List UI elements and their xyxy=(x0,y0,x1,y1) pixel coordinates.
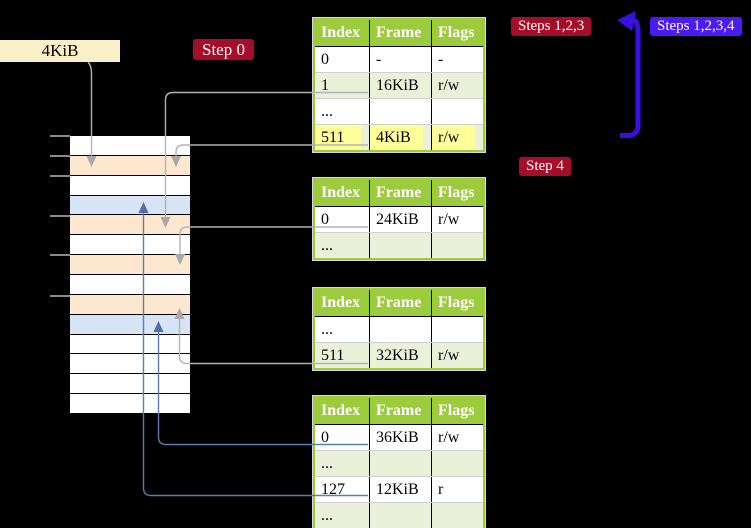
table-cell: 0 xyxy=(315,47,370,72)
table-header-cell: Frame xyxy=(370,290,432,316)
table-cell: 511 xyxy=(315,343,370,368)
table-header-cell: Flags xyxy=(438,184,475,201)
table-cell: ... xyxy=(315,233,370,258)
table-cell xyxy=(432,233,483,258)
table-cell: 1 xyxy=(315,73,370,98)
table-cell xyxy=(370,99,432,124)
table-header-cell: Frame xyxy=(370,20,432,46)
table-header-cell: Index xyxy=(315,398,370,424)
memory-stripes xyxy=(70,136,190,414)
step0-badge: Step 0 xyxy=(193,39,254,60)
memory-stripe-plain xyxy=(70,353,190,374)
table-row: ... xyxy=(315,450,483,476)
table-cell xyxy=(370,233,432,258)
table-header-cell: Flags xyxy=(438,24,475,41)
table-cell xyxy=(370,451,432,476)
table-cell xyxy=(432,503,483,528)
table-cell: r/w xyxy=(432,125,483,150)
table-cell: r/w xyxy=(438,211,460,228)
table-header-cell: Flags xyxy=(438,402,475,419)
table-cell: r/w xyxy=(438,77,460,94)
memory-tick xyxy=(50,175,70,177)
memory-stripe-plain xyxy=(70,333,190,354)
table-cell: - xyxy=(370,47,432,72)
table-cell: 24KiB xyxy=(370,207,432,232)
table-row: ... xyxy=(315,98,483,124)
memory-stripe-pagetable xyxy=(70,293,190,314)
table-header-cell: Frame xyxy=(370,398,432,424)
table-cell xyxy=(432,99,483,124)
table-cell: 4KiB xyxy=(370,125,432,150)
table-cell: ... xyxy=(315,503,370,528)
memory-tick xyxy=(50,295,70,297)
memory-tick xyxy=(50,155,70,157)
recursive-loop-arrow xyxy=(617,11,641,138)
steps1234-badge: Steps 1,2,3,4 xyxy=(650,17,742,36)
table-cell: 36KiB xyxy=(370,425,432,450)
table-cell: - xyxy=(438,51,444,68)
table-cell: ... xyxy=(315,451,370,476)
table-cell: r/w xyxy=(438,347,460,364)
table-cell: 12KiB xyxy=(370,477,432,502)
memory-stripe-pagetable xyxy=(70,214,190,235)
table-header-cell: Frame xyxy=(370,180,432,206)
table-row: ... xyxy=(315,316,483,342)
table-cell: 511 xyxy=(315,125,370,150)
step4-badge: Step 4 xyxy=(519,157,571,176)
table-cell: 127 xyxy=(315,477,370,502)
table-cell xyxy=(432,451,483,476)
memory-tick xyxy=(50,135,70,137)
memory-stripe-plain xyxy=(70,373,190,394)
memory-stripe-plain xyxy=(70,174,190,195)
table-cell: r/w xyxy=(438,429,460,446)
table-header-cell: Index xyxy=(315,20,370,46)
table-header-cell: Index xyxy=(315,290,370,316)
table-cell: ... xyxy=(315,317,370,342)
memory-stripe-plain xyxy=(70,234,190,255)
memory-stripe-plain xyxy=(70,136,190,155)
memory-tick xyxy=(50,254,70,256)
table-cell: 16KiB xyxy=(370,73,432,98)
table-cell: r xyxy=(438,481,444,498)
table-cell: 0 xyxy=(315,207,370,232)
memory-stripe-plain xyxy=(70,393,190,414)
table-cell: 0 xyxy=(315,425,370,450)
memory-address-label: 4KiB xyxy=(0,40,120,62)
memory-stripe-frame xyxy=(70,194,190,215)
memory-stripe-plain xyxy=(70,274,190,294)
table-cell: 32KiB xyxy=(370,343,432,368)
table-header-cell: Index xyxy=(315,180,370,206)
table-cell: ... xyxy=(315,99,370,124)
memory-tick xyxy=(50,215,70,217)
table-cell xyxy=(370,503,432,528)
table-cell xyxy=(432,317,483,342)
table-header-cell: Flags xyxy=(438,294,475,311)
memory-stripe-pagetable xyxy=(70,254,190,275)
table-row: ... xyxy=(315,502,483,528)
memory-stripe-frame xyxy=(70,313,190,334)
table-cell xyxy=(370,317,432,342)
memory-stripe-pagetable xyxy=(70,154,190,175)
table-row: 0-- xyxy=(315,46,483,72)
steps123-badge: Steps 1,2,3 xyxy=(511,17,592,36)
table-row: ... xyxy=(315,232,483,258)
